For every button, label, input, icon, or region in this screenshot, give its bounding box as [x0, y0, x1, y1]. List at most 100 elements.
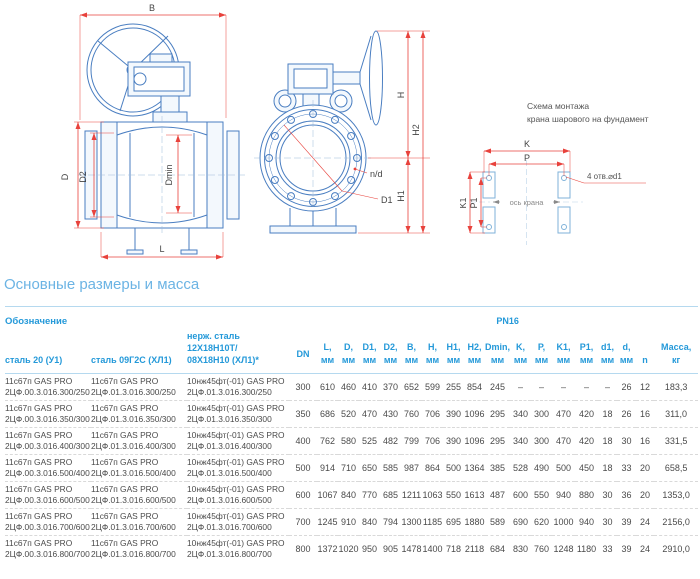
- cell-value-15: 16: [636, 400, 654, 428]
- cell-value-16: 311,0: [654, 400, 699, 428]
- cell-stainless: 10нж45фт(-01) GAS PRO 2ЦФ.01.3.016.800/7…: [187, 535, 289, 563]
- cell-value-12: –: [575, 373, 598, 401]
- material-header-0: сталь 20 (У1): [5, 355, 63, 366]
- cell-value-13: 18: [598, 400, 617, 428]
- dim-column-header-5: H, мм: [425, 342, 440, 366]
- cell-steel09g2s: 11с67п GAS PRO 2ЦФ.01.3.016.600/500: [91, 481, 187, 509]
- cell-dn: 350: [289, 400, 317, 428]
- cell-value-1: 460: [338, 373, 359, 401]
- cell-dn: 700: [289, 508, 317, 536]
- dimension-lines: [283, 30, 430, 234]
- cell-value-8: 589: [485, 508, 510, 536]
- valve-axis-label: ось крана: [510, 198, 545, 207]
- dim-label-p1: P1: [469, 197, 479, 208]
- cell-value-4: 760: [401, 400, 422, 428]
- cell-value-2: 950: [359, 535, 380, 563]
- cell-steel20: 11с67п GAS PRO 2ЦФ.00.3.016.500/400: [5, 454, 91, 482]
- cell-steel20: 11с67п GAS PRO 2ЦФ.00.3.016.350/300: [5, 400, 91, 428]
- gearbox-end: [287, 63, 334, 107]
- cell-value-15: 24: [636, 508, 654, 536]
- cell-value-7: 2118: [464, 535, 485, 563]
- cell-value-12: 1180: [575, 535, 598, 563]
- cell-value-2: 770: [359, 481, 380, 509]
- base-support: [269, 208, 357, 234]
- cell-value-5: 864: [422, 454, 443, 482]
- cell-value-3: 370: [380, 373, 401, 401]
- cell-value-5: 1400: [422, 535, 443, 563]
- cell-dn: 400: [289, 427, 317, 455]
- cell-value-7: 1880: [464, 508, 485, 536]
- cell-value-12: 450: [575, 454, 598, 482]
- dim-label-l: L: [159, 244, 164, 254]
- cell-value-0: 762: [317, 427, 338, 455]
- cell-value-2: 650: [359, 454, 380, 482]
- cell-stainless: 10нж45фт(-01) GAS PRO 2ЦФ.01.3.016.300/2…: [187, 373, 289, 401]
- cell-value-16: 2156,0: [654, 508, 699, 536]
- cell-value-6: 550: [443, 481, 464, 509]
- callout-bolt-holes: n/d: [370, 169, 383, 179]
- dim-column-header-3: D2, мм: [383, 342, 398, 366]
- material-header-1: сталь 09Г2С (ХЛ1): [91, 355, 172, 366]
- cell-value-16: 183,3: [654, 373, 699, 401]
- cell-value-8: 295: [485, 427, 510, 455]
- cell-value-7: 854: [464, 373, 485, 401]
- cell-value-14: 33: [617, 454, 636, 482]
- cell-value-10: –: [531, 373, 552, 401]
- dim-column-header-1: D, мм: [341, 342, 356, 366]
- dim-column-header-6: H1, мм: [446, 342, 461, 366]
- cell-value-3: 794: [380, 508, 401, 536]
- dim-column-header-4: B, мм: [404, 342, 419, 366]
- dim-column-header-15: n: [642, 355, 648, 366]
- cell-stainless: 10нж45фт(-01) GAS PRO 2ЦФ.01.3.016.600/5…: [187, 481, 289, 509]
- cell-value-4: 1211: [401, 481, 422, 509]
- cell-value-15: 24: [636, 535, 654, 563]
- cell-value-3: 585: [380, 454, 401, 482]
- cell-value-14: 39: [617, 508, 636, 536]
- cell-value-11: –: [552, 373, 575, 401]
- dim-column-header-12: P1, мм: [579, 342, 594, 366]
- drawing-side-view: B D D2 Dmin L: [60, 3, 245, 260]
- drawing-end-view: H H2 H1 n/d D1: [254, 30, 430, 234]
- cell-value-4: 987: [401, 454, 422, 482]
- cell-value-5: 599: [422, 373, 443, 401]
- cell-value-13: 18: [598, 427, 617, 455]
- cell-value-8: 385: [485, 454, 510, 482]
- dim-label-h1: H1: [396, 190, 406, 202]
- dn-column-header: DN: [296, 349, 310, 360]
- dim-column-header-8: Dmin, мм: [485, 342, 510, 366]
- cell-value-13: 30: [598, 508, 617, 536]
- cell-value-0: 686: [317, 400, 338, 428]
- cell-value-15: 20: [636, 481, 654, 509]
- cell-value-2: 470: [359, 400, 380, 428]
- section-title: Основные размеры и масса: [4, 276, 200, 293]
- dim-column-header-14: d, мм: [619, 342, 634, 366]
- cell-steel09g2s: 11с67п GAS PRO 2ЦФ.01.3.016.700/600: [91, 508, 187, 536]
- cell-value-12: 880: [575, 481, 598, 509]
- cell-value-7: 1364: [464, 454, 485, 482]
- gearbox: [127, 53, 191, 97]
- cell-steel09g2s: 11с67п GAS PRO 2ЦФ.01.3.016.400/300: [91, 427, 187, 455]
- callout-foundation-holes: 4 отв.⌀d1: [587, 172, 622, 181]
- dim-label-h2: H2: [411, 124, 421, 136]
- cell-value-5: 1063: [422, 481, 443, 509]
- cell-value-4: 652: [401, 373, 422, 401]
- cell-value-13: 30: [598, 481, 617, 509]
- cell-dn: 600: [289, 481, 317, 509]
- cell-value-11: 500: [552, 454, 575, 482]
- cell-value-9: 830: [510, 535, 531, 563]
- cell-value-11: 1000: [552, 508, 575, 536]
- cell-value-8: 487: [485, 481, 510, 509]
- dim-label-b: B: [149, 3, 155, 13]
- dim-label-dmin: Dmin: [164, 164, 174, 185]
- lifting-lugs: [273, 89, 353, 113]
- callout-d1: D1: [381, 195, 393, 205]
- cell-value-13: –: [598, 373, 617, 401]
- cell-value-5: 706: [422, 400, 443, 428]
